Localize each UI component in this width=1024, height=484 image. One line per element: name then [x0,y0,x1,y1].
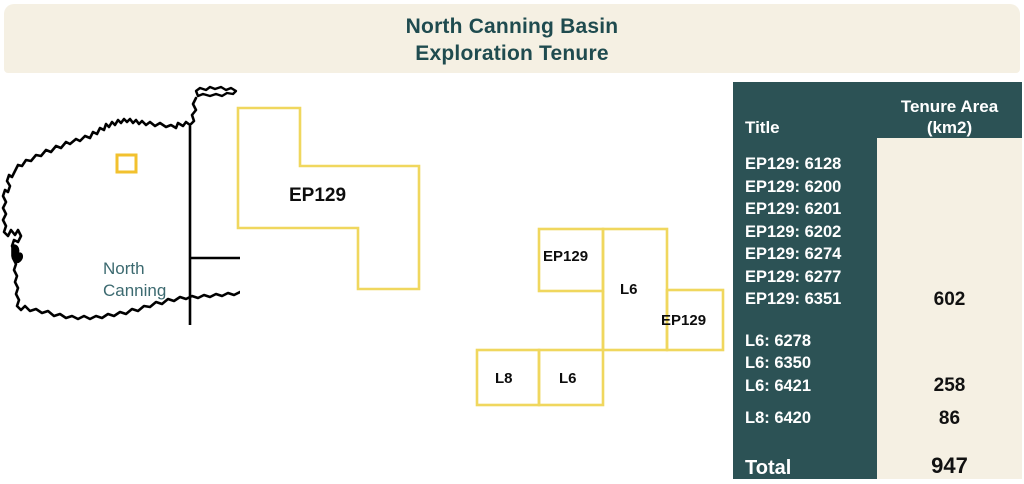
cell-titles-l6: L6: 6278 L6: 6350 L6: 6421 [733,316,877,404]
table-row-total: Total 947 [733,435,1022,479]
cell-area-ep129: 602 [877,138,1022,317]
cell-total-area: 947 [877,435,1022,479]
table-row: L8: 6420 86 [733,403,1022,436]
cell-area-l8: 86 [877,403,1022,436]
column-header-title: Title [733,82,877,138]
polygon-l8 [475,348,541,407]
column-header-tenure-area: Tenure Area (km2) [877,82,1022,138]
block-label-l6-centre: L6 [620,281,638,298]
polygon-ep129-nw [537,227,605,293]
tenure-area-table: Title Tenure Area (km2) EP129: 6128 EP12… [733,82,1022,479]
block-label-ep129-east: EP129 [661,312,707,329]
block-label-l6-south: L6 [559,370,577,387]
header-banner: North Canning Basin Exploration Tenure [4,4,1020,73]
polygon-l6-centre [601,227,669,352]
polygon-ep129-main [236,106,421,291]
table-header-row: Title Tenure Area (km2) [733,82,1022,138]
block-label-l8: L8 [495,370,513,387]
polygon-ep129-east [665,288,725,352]
cell-total-label: Total [733,435,877,479]
cell-titles-l8: L8: 6420 [733,403,877,436]
north-canning-highlight-box-icon [115,153,138,174]
cell-titles-ep129: EP129: 6128 EP129: 6200 EP129: 6201 EP12… [733,138,877,317]
page-title: North Canning Basin Exploration Tenure [405,15,619,65]
table-row: L6: 6278 L6: 6350 L6: 6421 258 [733,316,1022,404]
polygon-l6-south [537,348,605,407]
locator-map: North Canning [0,78,240,398]
western-australia-outline-icon [1,85,240,325]
block-label-ep129-nw: EP129 [543,248,589,265]
block-label-ep129-main: EP129 [289,185,347,206]
table-row: EP129: 6128 EP129: 6200 EP129: 6201 EP12… [733,138,1022,317]
north-canning-label: North Canning [103,259,167,300]
cell-area-l6: 258 [877,316,1022,404]
